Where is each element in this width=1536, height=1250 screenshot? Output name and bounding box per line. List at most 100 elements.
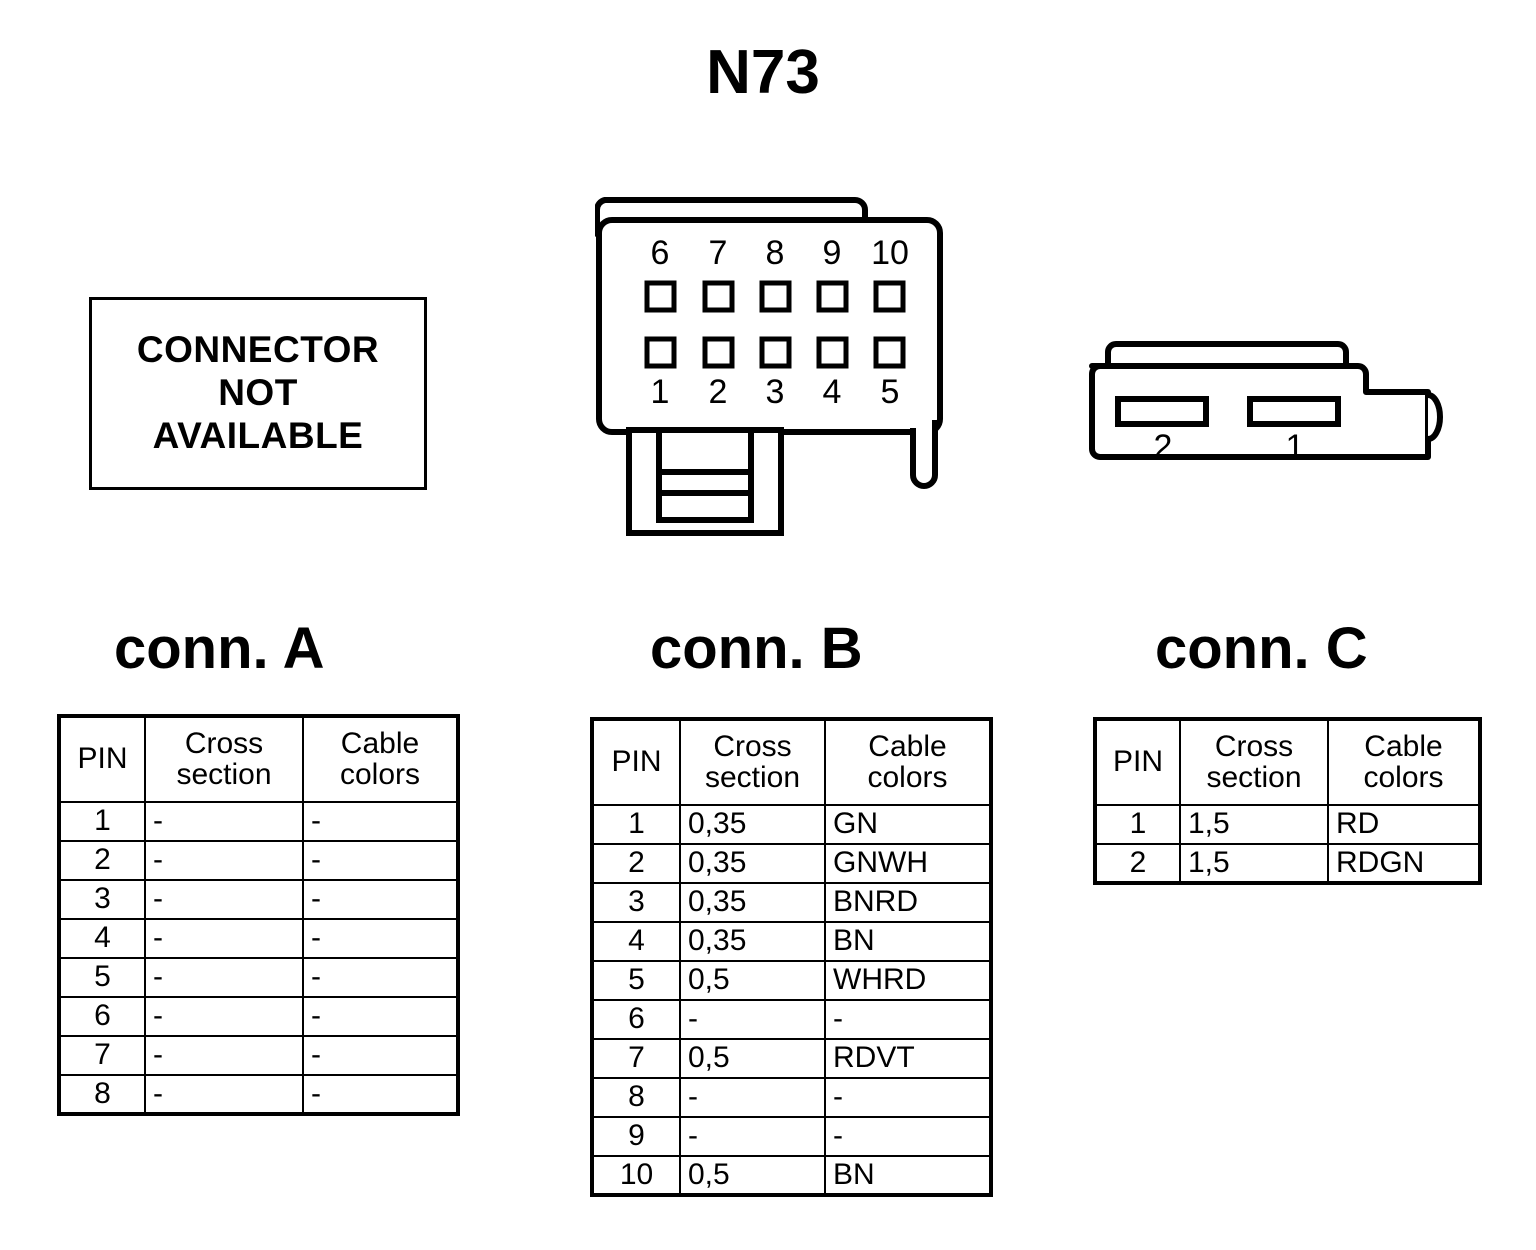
header-cable-colors-line1: Cable [340, 726, 420, 760]
table-row: 8-- [591, 1077, 992, 1118]
cell-pin: 2 [591, 843, 681, 884]
cell-cross-section: 1,5 [1179, 843, 1329, 884]
cell-pin: 1 [1094, 804, 1181, 845]
cell-cross-section: - [144, 996, 304, 1037]
cell-cross-section: - [144, 1035, 304, 1076]
connector-a-table-body: 1--2--3--4--5--6--7--8-- [58, 801, 459, 1115]
cell-cable-colors: - [302, 801, 459, 842]
connector-b-pin-label-4: 4 [822, 373, 842, 411]
header-pin: PIN [1094, 718, 1181, 806]
placeholder-line-3: AVAILABLE [152, 414, 364, 456]
cell-cable-colors: GNWH [824, 843, 992, 884]
connector-c-side-nub [1427, 392, 1443, 442]
header-cross-section: Cross section [1179, 718, 1329, 806]
table-row: 9-- [591, 1116, 992, 1157]
connector-c-pin-label-2: 2 [1153, 428, 1173, 466]
header-cable-colors: Cable colors [824, 718, 992, 806]
header-cross-section-line1: Cross [184, 726, 264, 760]
header-cross-section: Cross section [144, 715, 304, 803]
cell-cross-section: - [144, 1074, 304, 1115]
header-pin: PIN [591, 718, 681, 806]
cell-pin: 4 [58, 918, 146, 959]
cell-cross-section: 0,35 [679, 882, 826, 923]
cell-pin: 3 [591, 882, 681, 923]
connector-b-diagram: 6 7 8 9 10 1 2 3 4 5 [595, 178, 975, 553]
cell-pin: 6 [58, 996, 146, 1037]
cell-pin: 7 [591, 1038, 681, 1079]
connector-c-rear-shell [1105, 341, 1349, 366]
cell-cable-colors: - [302, 879, 459, 920]
cell-pin: 3 [58, 879, 146, 920]
connector-b-pin-square-1 [644, 336, 677, 369]
connector-b-pin-label-1: 1 [650, 373, 670, 411]
header-cross-section-line2: section [176, 757, 272, 791]
cell-cable-colors: RDGN [1327, 843, 1481, 884]
cell-cross-section: - [144, 840, 304, 881]
connector-b-right-latch-tab [910, 420, 938, 489]
table-row: 3-- [58, 879, 459, 920]
header-cable-colors: Cable colors [302, 715, 459, 803]
connector-b-pin-label-3: 3 [765, 373, 785, 411]
cell-cross-section: 0,5 [679, 960, 826, 1001]
cell-cable-colors: BN [824, 921, 992, 962]
connector-c-pin-label-1: 1 [1285, 428, 1305, 466]
cell-pin: 10 [591, 1155, 681, 1196]
cell-cross-section: - [144, 879, 304, 920]
table-header-row: PIN Cross section Cable colors [1094, 718, 1481, 806]
header-cable-colors-line1: Cable [1364, 729, 1443, 763]
table-header-row: PIN Cross section Cable colors [58, 715, 459, 803]
connector-c-pin-slot-1 [1247, 396, 1341, 427]
cell-cross-section: 0,35 [679, 843, 826, 884]
header-cross-section-line2: section [1206, 760, 1302, 794]
connector-b-pin-square-9 [816, 280, 849, 313]
cell-cable-colors: - [302, 918, 459, 959]
cell-cross-section: - [679, 999, 826, 1040]
connector-c-outline-svg [1089, 341, 1443, 460]
cell-cross-section: - [679, 1116, 826, 1157]
table-row: 6-- [58, 996, 459, 1037]
table-row: 6-- [591, 999, 992, 1040]
placeholder-line-2: NOT [218, 372, 298, 414]
cell-cable-colors: BN [824, 1155, 992, 1196]
connector-b-pin-label-5: 5 [880, 373, 900, 411]
cell-cable-colors: - [824, 1116, 992, 1157]
cell-cable-colors: - [302, 840, 459, 881]
table-row: 4-- [58, 918, 459, 959]
page-title: N73 [0, 42, 1536, 104]
cell-pin: 7 [58, 1035, 146, 1076]
cell-pin: 4 [591, 921, 681, 962]
connector-b-pin-square-3 [759, 336, 792, 369]
cell-cross-section: - [144, 957, 304, 998]
header-cross-section: Cross section [679, 718, 826, 806]
cell-cable-colors: - [302, 996, 459, 1037]
connector-b-pin-label-6: 6 [650, 234, 670, 272]
placeholder-line-1: CONNECTOR [136, 329, 380, 371]
header-cable-colors-line2: colors [867, 760, 948, 794]
connector-b-pin-label-10: 10 [871, 234, 909, 272]
table-row: 5-- [58, 957, 459, 998]
connector-not-available-box: CONNECTOR NOT AVAILABLE [89, 297, 427, 490]
cell-cable-colors: GN [824, 804, 992, 845]
connector-b-pin-label-8: 8 [765, 234, 785, 272]
table-header-row: PIN Cross section Cable colors [591, 718, 992, 806]
cell-cross-section: 0,5 [679, 1155, 826, 1196]
cell-cross-section: - [679, 1077, 826, 1118]
connector-b-pin-square-10 [873, 280, 906, 313]
connector-c-heading: conn. C [1155, 616, 1368, 681]
cell-cross-section: 1,5 [1179, 804, 1329, 845]
connector-c-pin-slot-2 [1115, 396, 1209, 427]
header-cross-section-line1: Cross [1214, 729, 1294, 763]
connector-b-heading: conn. B [650, 616, 863, 681]
cell-cable-colors: WHRD [824, 960, 992, 1001]
header-cable-colors-line2: colors [339, 757, 421, 791]
header-cross-section-line2: section [704, 760, 801, 794]
